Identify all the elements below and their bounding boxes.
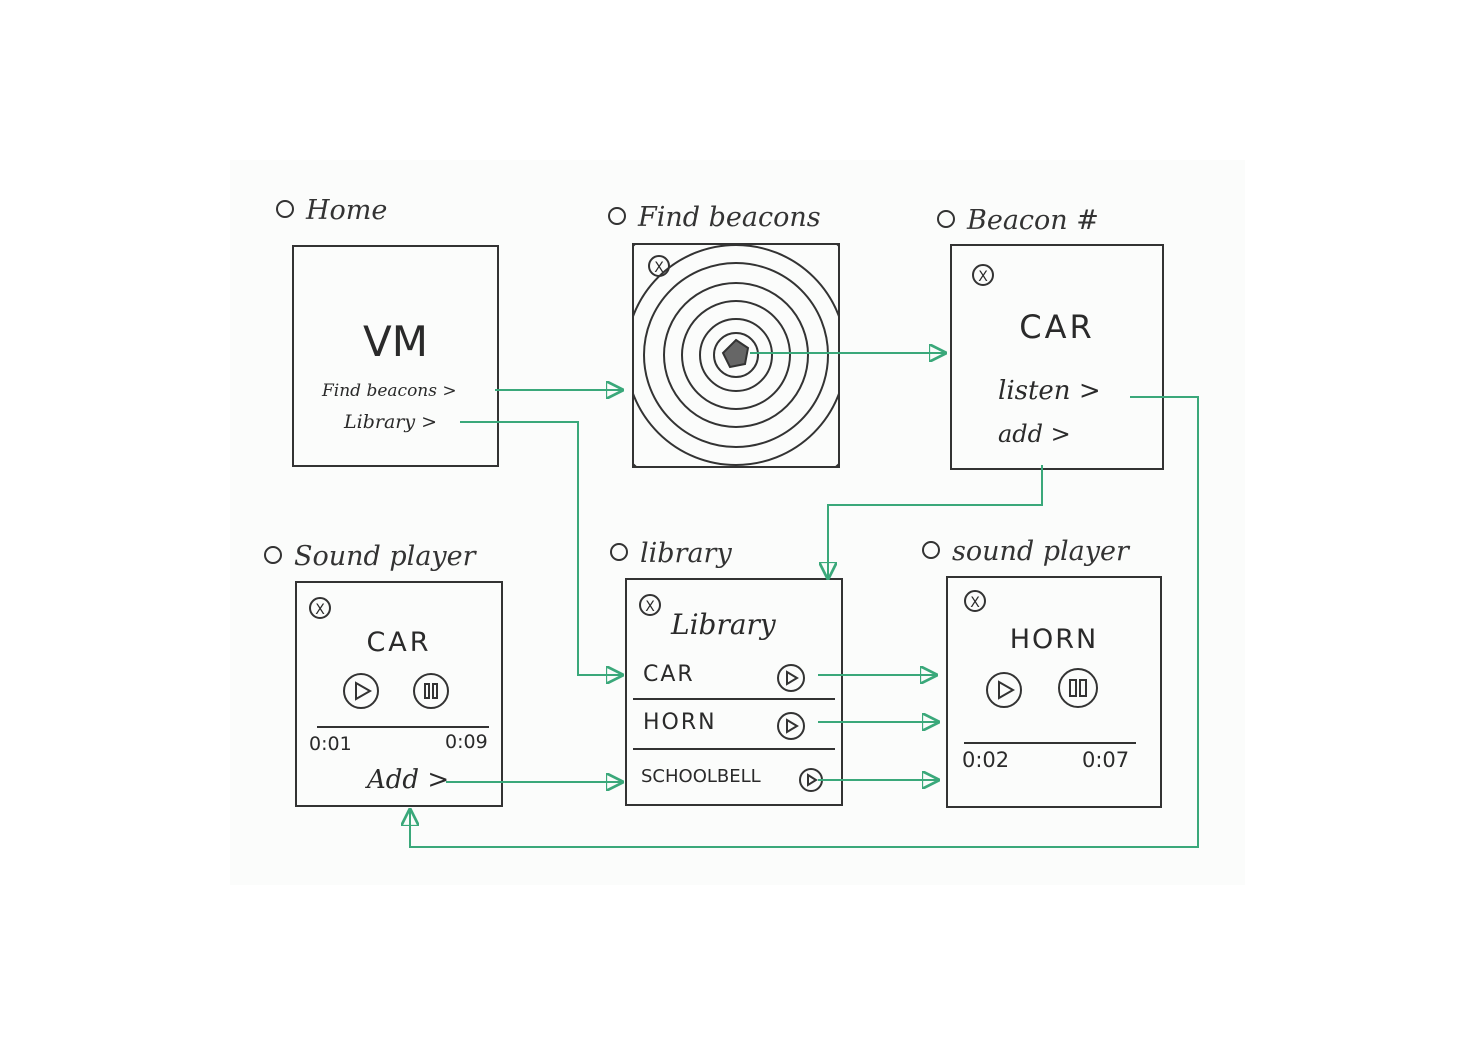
time-start: 0:02 — [962, 748, 1010, 772]
title-library: library — [610, 538, 732, 569]
beacon-name: CAR — [1019, 308, 1095, 346]
title-sound-player-left: Sound player — [264, 541, 476, 572]
play-icon[interactable] — [986, 672, 1022, 708]
close-icon[interactable]: X — [972, 264, 994, 286]
logo: VM — [363, 317, 428, 366]
row-divider — [633, 748, 835, 750]
time-end: 0:07 — [1082, 748, 1130, 772]
radar-graphic — [634, 245, 838, 466]
library-heading: Library — [671, 608, 776, 641]
close-icon[interactable]: X — [648, 255, 670, 277]
time-start: 0:01 — [309, 733, 352, 755]
title-home: Home — [276, 195, 387, 226]
library-item-schoolbell[interactable]: SCHOOLBELL — [641, 766, 761, 787]
close-icon[interactable]: X — [309, 597, 331, 619]
screen-home: VM Find beacons > Library > — [292, 245, 499, 467]
play-icon[interactable] — [343, 673, 379, 709]
beacon-icon — [721, 338, 750, 369]
play-icon[interactable] — [777, 664, 805, 692]
bullet-icon — [610, 542, 628, 561]
title-find-beacons: Find beacons — [608, 202, 821, 233]
close-icon[interactable]: X — [639, 594, 661, 616]
screen-sound-player-right: X HORN 0:02 0:07 — [946, 576, 1162, 808]
arrow-beacon-to-library — [828, 465, 1043, 578]
find-beacons-link[interactable]: Find beacons > — [322, 381, 457, 401]
row-divider — [633, 698, 835, 700]
bullet-icon — [922, 540, 940, 559]
pause-icon[interactable] — [1058, 668, 1098, 708]
library-item-car[interactable]: CAR — [643, 662, 695, 687]
library-link[interactable]: Library > — [344, 411, 438, 433]
screen-library: X Library CAR HORN SCHOOLBELL — [625, 578, 843, 806]
library-item-horn[interactable]: HORN — [643, 710, 717, 735]
listen-link[interactable]: listen > — [998, 376, 1101, 406]
bullet-icon — [276, 199, 294, 218]
screen-sound-player-left: X CAR 0:01 0:09 Add > — [295, 581, 503, 807]
time-end: 0:09 — [445, 731, 488, 753]
progress-track[interactable] — [317, 726, 489, 728]
sketch-paper — [230, 160, 1245, 885]
close-icon[interactable]: X — [964, 590, 986, 612]
bullet-icon — [264, 545, 282, 564]
screen-beacon: X CAR listen > add > — [950, 244, 1164, 470]
bullet-icon — [937, 209, 955, 228]
title-sound-player-right: sound player — [922, 536, 1129, 567]
progress-track[interactable] — [964, 742, 1136, 744]
arrow-home-to-library — [460, 421, 622, 675]
pause-icon[interactable] — [413, 673, 449, 709]
title-beacon: Beacon # — [937, 205, 1099, 236]
sound-name: HORN — [1009, 624, 1099, 655]
screen-find-beacons: X — [632, 243, 840, 468]
arrow-beacon-to-player — [410, 396, 1199, 848]
add-link[interactable]: add > — [998, 420, 1071, 448]
bullet-icon — [608, 206, 626, 225]
play-icon[interactable] — [777, 712, 805, 740]
sound-name: CAR — [366, 627, 432, 658]
add-link[interactable]: Add > — [367, 765, 450, 795]
